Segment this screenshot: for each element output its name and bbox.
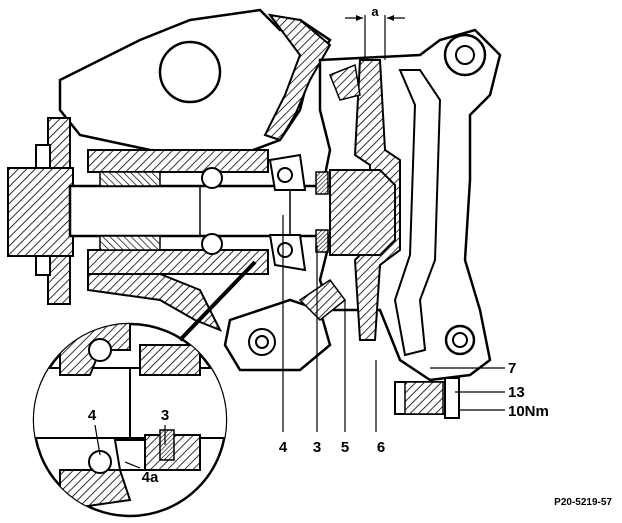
engine-casting — [58, 8, 332, 157]
callout-13: 13 — [508, 384, 525, 401]
callout-6: 6 — [377, 439, 385, 456]
detail-leader-line — [178, 260, 257, 342]
mounting-bolt — [394, 377, 460, 419]
drive-shaft — [68, 184, 382, 238]
detail-callout-3: 3 — [161, 407, 169, 424]
callout-torque: 10Nm — [508, 403, 549, 420]
callout-5: 5 — [341, 439, 349, 456]
shaft-seal — [268, 153, 396, 272]
callout-7: 7 — [508, 360, 516, 377]
dimension-a: a — [345, 4, 405, 60]
detail-callout-4a: 4a — [142, 469, 159, 486]
callout-3: 3 — [313, 439, 321, 456]
detail-view — [32, 260, 257, 518]
drive-flange — [7, 117, 74, 305]
lower-lug — [223, 278, 347, 372]
bearing-housing — [87, 149, 269, 332]
detail-callout-4: 4 — [88, 407, 97, 424]
callout-leaders — [94, 215, 505, 469]
dimension-a-label: a — [371, 4, 379, 19]
reference-code: P20-5219-57 — [554, 497, 612, 508]
callout-4: 4 — [279, 439, 288, 456]
ball-bearings — [99, 167, 223, 255]
